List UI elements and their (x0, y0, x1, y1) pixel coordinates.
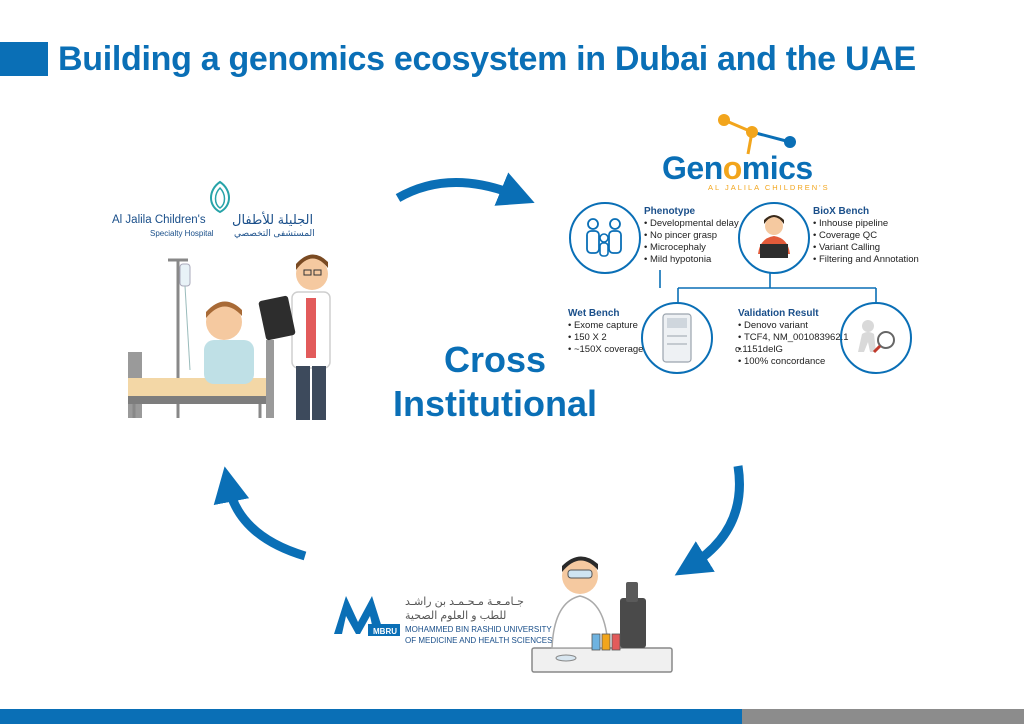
validation-magnifier-icon (840, 302, 912, 374)
biox-bench-item: Inhouse pipeline (813, 218, 919, 230)
phenotype-item: Mild hypotonia (644, 254, 739, 266)
hospital-name-en: Al Jalila Children's (112, 214, 206, 226)
phenotype-block: Phenotype Developmental delay No pincer … (644, 206, 739, 266)
phenotype-item: Developmental delay (644, 218, 739, 230)
validation-result-block: Validation Result Denovo variant TCF4, N… (734, 308, 849, 368)
mbru-name-en-line1: MOHAMMED BIN RASHID UNIVERSITY (405, 625, 552, 634)
wet-bench-item: 150 X 2 (568, 332, 643, 344)
biox-bench-title: BioX Bench (813, 206, 870, 217)
footer-bar-grey (742, 709, 1024, 724)
biox-bench-item: Coverage QC (813, 230, 919, 242)
validation-result-item: 100% concordance (738, 356, 849, 368)
genomics-wordmark-o: o (722, 150, 743, 186)
center-label-line2: Institutional (393, 383, 597, 424)
hospital-sub-ar: المستشفى التخصصي (234, 228, 315, 238)
hospital-sub-en: Specialty Hospital (150, 229, 214, 238)
hospital-scene-illustration (128, 254, 331, 420)
phenotype-item: Microcephaly (644, 242, 739, 254)
scientist-lab-illustration (531, 556, 673, 673)
arrow-right (674, 465, 744, 576)
biox-bench-block: BioX Bench Inhouse pipeline Coverage QC … (813, 206, 919, 266)
validation-result-item-text: c.1151delG (734, 344, 783, 355)
wet-bench-item: Exome capture (568, 320, 643, 332)
page-title: Building a genomics ecosystem in Dubai a… (58, 40, 916, 78)
mbru-abbreviation: MBRU (373, 627, 397, 636)
genomics-wordmark-part2: mics (741, 150, 813, 186)
arrow-top (395, 172, 535, 206)
genomics-subtitle: AL JALILA CHILDREN'S (708, 183, 830, 192)
hospital-logo-icon (210, 180, 230, 214)
validation-result-item: Denovo variant (738, 320, 849, 332)
biox-bench-computer-icon (738, 202, 810, 274)
mbru-logo-icon (334, 596, 400, 636)
genomics-molecule-icon (718, 114, 796, 155)
phenotype-item: No pincer grasp (644, 230, 739, 242)
biox-bench-item: Variant Calling (813, 242, 919, 254)
validation-result-title: Validation Result (738, 308, 819, 319)
phenotype-family-icon (569, 202, 641, 274)
wet-bench-sequencer-icon (641, 302, 713, 374)
genomics-wordmark-part1: Gen (662, 150, 723, 186)
wet-bench-item: ~150X coverage (568, 344, 643, 356)
hospital-name-ar: الجليلة للأطفال (232, 212, 314, 227)
biox-bench-item: Filtering and Annotation (813, 254, 919, 266)
wet-bench-title: Wet Bench (568, 308, 620, 319)
footer-bar-blue (0, 709, 742, 724)
mbru-name-ar-line1: جـامـعـة مـحـمـد بن راشـد (405, 596, 524, 608)
validation-result-item-continued: c.1151delG (734, 344, 849, 356)
arrow-left (213, 466, 307, 561)
center-label-line1: Cross (443, 339, 547, 380)
validation-result-item: TCF4, NM_001083962.1 (738, 332, 849, 344)
mbru-name-ar-line2: للطب و العلوم الصحية (405, 610, 507, 622)
genomics-wordmark: Genomics (662, 150, 813, 187)
center-label: Cross Institutional (380, 338, 610, 426)
mbru-name-en-line2: OF MEDICINE AND HEALTH SCIENCES (405, 636, 553, 645)
title-accent-square (0, 42, 48, 76)
wet-bench-block: Wet Bench Exome capture 150 X 2 ~150X co… (568, 308, 643, 356)
phenotype-title: Phenotype (644, 206, 696, 217)
